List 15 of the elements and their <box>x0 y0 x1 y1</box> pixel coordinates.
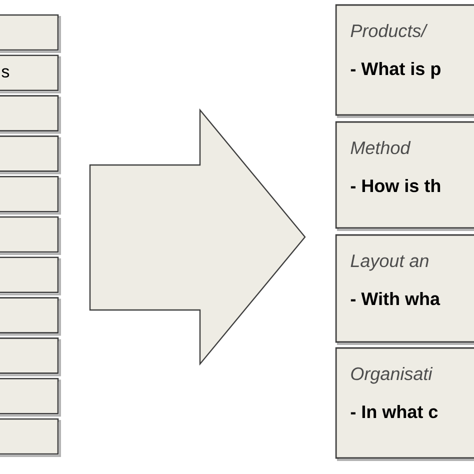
category-box: Method - How is th <box>335 121 474 231</box>
list-box <box>0 256 61 296</box>
category-box: Organisati - In what c <box>335 347 474 461</box>
list-box <box>0 216 61 255</box>
list-box <box>0 418 61 457</box>
list-box <box>0 14 61 53</box>
list-box <box>0 297 61 336</box>
category-box: Products/ - What is p <box>335 4 474 118</box>
list-box <box>0 95 61 134</box>
list-box <box>0 378 61 417</box>
list-box <box>0 338 61 376</box>
list-box <box>0 176 61 215</box>
list-box: s <box>0 54 61 94</box>
list-box <box>0 136 61 174</box>
category-box: Layout an - With wha <box>335 234 474 345</box>
